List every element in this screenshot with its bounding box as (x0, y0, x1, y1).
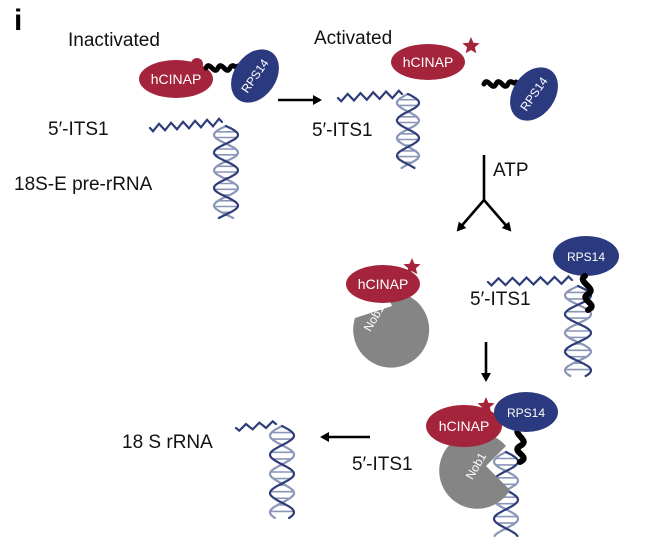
rrna-helix (212, 124, 240, 220)
hcinap-label: hCINAP (151, 71, 202, 87)
activated-label: Activated (314, 28, 392, 49)
rps14-protein-1: RPS14 (231, 49, 279, 103)
star-icon (462, 37, 480, 54)
its1-label-3: 5′-ITS1 (470, 289, 531, 310)
nob1-protein-3: Nob1 (353, 291, 430, 368)
hcinap-label: hCINAP (439, 418, 490, 434)
rrna-product-strand (234, 419, 296, 520)
pre-rrna-strand-2 (336, 89, 421, 170)
its1-tail (486, 275, 574, 287)
its1-label-4: 5′-ITS1 (352, 454, 413, 475)
star-icon (403, 258, 421, 275)
hcinap-protein-3: hCINAP (346, 265, 420, 303)
panel-label: i (14, 4, 22, 37)
inactivated-label: Inactivated (68, 30, 160, 51)
its1-label-2: 5′-ITS1 (312, 120, 373, 141)
star-icon (477, 397, 495, 414)
arrow-icon (483, 199, 512, 232)
rrna-helix-back (212, 124, 240, 220)
rps14-linker-4 (514, 425, 527, 465)
its1-label-1: 5′-ITS1 (48, 119, 109, 140)
its1-tail (148, 117, 224, 134)
rrna-helix (395, 92, 421, 170)
its1-tail (336, 89, 404, 103)
rps14-label: RPS14 (507, 406, 545, 420)
strand-tail (234, 419, 278, 433)
rrna-helix (268, 424, 296, 520)
rps14-protein-2: RPS14 (510, 67, 558, 121)
rps14-label: RPS14 (567, 250, 605, 264)
hcinap-label: hCINAP (358, 276, 409, 292)
nob1-protein-4: Nob1 (439, 432, 510, 509)
hcinap-label: hCINAP (403, 54, 454, 70)
rps14-linker-3 (579, 273, 595, 313)
hcinap-protein-2: hCINAP (391, 44, 465, 80)
hcinap-protein-1: hCINAP (139, 60, 213, 98)
hcinap-protein-4: hCINAP (426, 405, 502, 447)
pre-rrna-label: 18S-E pre-rRNA (14, 174, 153, 195)
pre-rrna-strand-1 (148, 117, 240, 220)
rrna-helix (492, 450, 520, 538)
rps14-protein-4: RPS14 (494, 392, 558, 432)
arrow-icon (456, 199, 485, 232)
atp-label: ATP (493, 160, 529, 181)
rps14-linker-1 (203, 63, 241, 73)
product-label: 18 S rRNA (122, 432, 213, 453)
rps14-linker-2 (481, 79, 519, 89)
rrna-helix-back (395, 92, 421, 170)
rps14-protein-3: RPS14 (553, 236, 619, 276)
